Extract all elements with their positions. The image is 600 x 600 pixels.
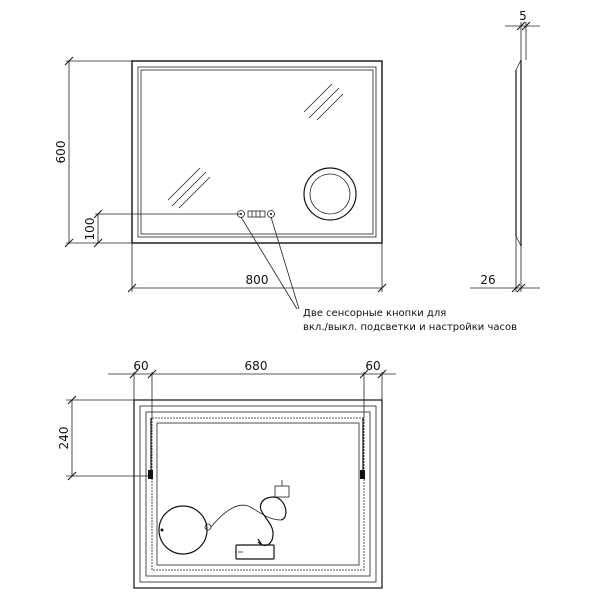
magnifier-mirror — [303, 167, 357, 221]
clock-display — [247, 210, 266, 218]
control-box — [235, 544, 275, 560]
back-view: 60 680 60 240 — [57, 359, 396, 589]
magnifier-back — [158, 505, 212, 555]
callout-line-1: Две сенсорные кнопки для — [303, 308, 446, 319]
dim-depth-26: 26 — [470, 236, 540, 293]
back-outer-frame — [133, 399, 383, 589]
mirror-inner-frame — [137, 66, 377, 238]
dim-back-width: 60 680 60 — [108, 359, 396, 418]
wiring — [210, 480, 290, 560]
dim-back-right-label: 60 — [365, 359, 380, 373]
dim-back-left-label: 60 — [133, 359, 148, 373]
glass-reflection-lines — [167, 83, 344, 209]
callout-leaders — [240, 216, 300, 310]
callout-line-2: вкл./выкл. подсветки и настройки часов — [303, 322, 517, 333]
dim-mount-height-label: 240 — [57, 427, 71, 450]
dim-depth-label: 26 — [480, 273, 495, 287]
dim-back-middle-label: 680 — [245, 359, 268, 373]
dim-button-offset: 100 — [83, 209, 240, 248]
dim-button-offset-label: 100 — [83, 218, 97, 241]
power-unit — [274, 485, 290, 498]
mounting-hooks — [148, 418, 365, 479]
side-view: 5 26 — [470, 9, 540, 293]
dim-mount-height: 240 — [57, 395, 150, 481]
touch-panel — [237, 210, 275, 218]
dim-height-label: 600 — [54, 141, 68, 164]
dim-thickness-5: 5 — [505, 9, 540, 60]
dim-thickness-label: 5 — [519, 9, 527, 23]
front-view: 600 100 800 Две сенсорные кнопки для вкл… — [54, 56, 517, 333]
dim-height-600: 600 — [54, 56, 132, 248]
mirror-glass-edge — [140, 69, 374, 235]
dim-width-800: 800 — [127, 243, 387, 293]
dim-width-label: 800 — [246, 273, 269, 287]
